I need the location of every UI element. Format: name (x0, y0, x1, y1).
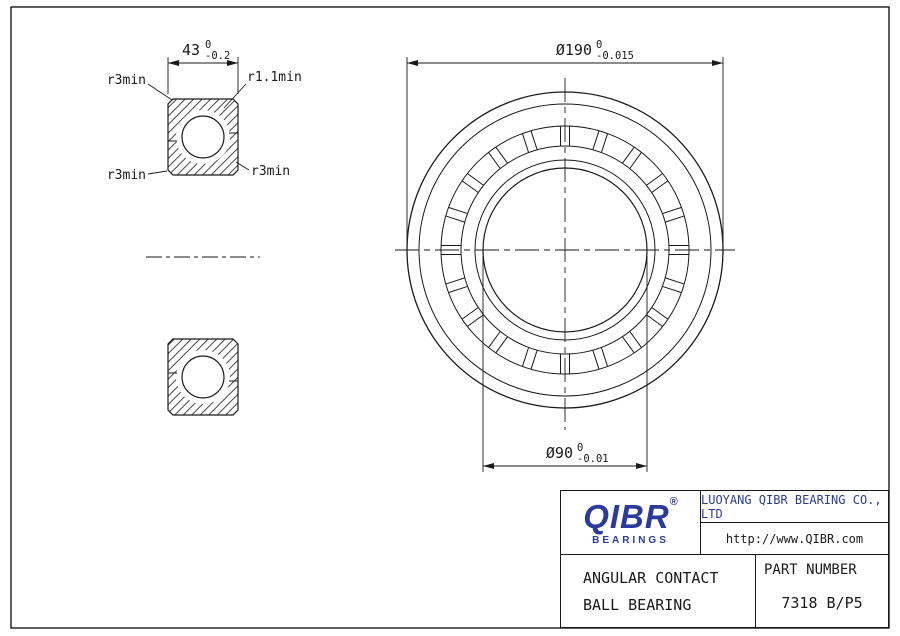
arrowhead-left (407, 60, 418, 66)
product-description-cell: ANGULAR CONTACT BALL BEARING (561, 555, 756, 627)
registered-trademark-icon: ® (669, 495, 678, 508)
product-line-2: BALL BEARING (583, 595, 692, 614)
arrowhead-left (168, 60, 179, 66)
label-r3min-top-left: r3min (107, 73, 146, 88)
label-r1-1min-top-right: r1.1min (247, 70, 302, 85)
section-view: 43 0 -0.2 r3min r1.1min r3min r3min (107, 39, 302, 416)
dim-width (167, 57, 239, 94)
page-border (10, 6, 890, 629)
leader-mid-right (235, 161, 250, 171)
dim-bore-tol-upper: 0 (577, 442, 583, 454)
dim-bore-diameter (482, 256, 648, 472)
front-view: Ø190 0 -0.015 Ø90 0 -0.01 (395, 39, 735, 472)
cage-pockets (440, 126, 690, 375)
arrowhead-right (712, 60, 723, 66)
dim-width-tol-upper: 0 (205, 39, 211, 51)
leader-mid-left (147, 170, 168, 175)
dim-outer-tol-lower: -0.015 (596, 50, 634, 62)
ball-bottom (181, 355, 225, 399)
dim-outer-diameter (406, 57, 724, 243)
leader-top-left (147, 83, 173, 101)
dim-outer-value: Ø190 (556, 41, 592, 59)
arrowhead-left (483, 463, 494, 469)
brand-logo: QIBR® BEARINGS (561, 491, 701, 554)
leader-top-right (223, 83, 247, 109)
arrowhead-right (636, 463, 647, 469)
company-website: http://www.QIBR.com (725, 531, 864, 546)
arrowhead-right (227, 60, 238, 66)
dim-width-value: 43 (182, 41, 200, 59)
title-block-top-row: QIBR® BEARINGS LUOYANG QIBR BEARING CO.,… (561, 491, 888, 555)
part-number-label: PART NUMBER (764, 562, 857, 578)
part-number-value: 7318 B/P5 (781, 594, 863, 612)
dim-bore-tol-lower: -0.01 (577, 453, 609, 465)
company-info-cell: LUOYANG QIBR BEARING CO., LTD http://www… (701, 491, 888, 554)
dim-bore-value: Ø90 (546, 444, 573, 462)
product-line-1: ANGULAR CONTACT (583, 568, 719, 587)
title-block-bottom-row: ANGULAR CONTACT BALL BEARING PART NUMBER… (561, 555, 888, 627)
label-r3min-mid-right: r3min (251, 164, 290, 179)
title-block: QIBR® BEARINGS LUOYANG QIBR BEARING CO.,… (560, 490, 889, 628)
dim-outer-tol-upper: 0 (596, 39, 602, 51)
company-name: LUOYANG QIBR BEARING CO., LTD (701, 491, 888, 523)
part-number-cell: PART NUMBER 7318 B/P5 (756, 555, 888, 627)
dim-width-tol-lower: -0.2 (205, 50, 230, 62)
ball-top (181, 115, 225, 159)
brand-subtitle: BEARINGS (592, 534, 669, 546)
brand-name: QIBR (583, 497, 670, 535)
label-r3min-mid-left: r3min (107, 168, 146, 183)
